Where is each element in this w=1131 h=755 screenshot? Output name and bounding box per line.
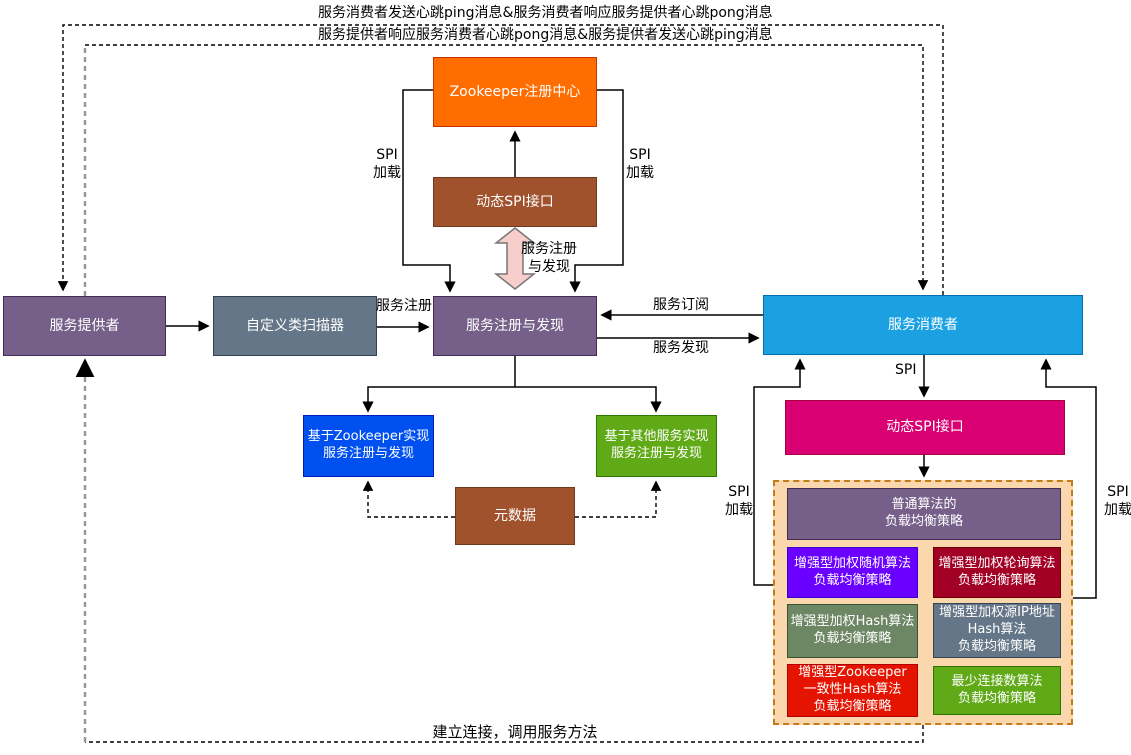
- node-metadata: 元数据: [455, 487, 575, 545]
- label-service-register: 服务注册: [376, 298, 432, 314]
- label-service-subscribe: 服务订阅: [653, 297, 709, 313]
- edge-registry-split: [362, 386, 662, 413]
- label-spi: SPI: [895, 362, 917, 378]
- label-service-discover: 服务发现: [653, 340, 709, 356]
- node-lb-weighted-hash: 增强型加权Hash算法 负载均衡策略: [787, 604, 918, 658]
- node-lb-weighted-round-robin: 增强型加权轮询算法 负载均衡策略: [933, 547, 1061, 598]
- label-spi-load-bottom-left: SPI 加载: [725, 484, 753, 518]
- label-spi-load-top-right: SPI 加载: [626, 147, 654, 181]
- node-other-service-impl: 基于其他服务实现 服务注册与发现: [596, 415, 717, 477]
- node-lb-source-ip-hash: 增强型加权源IP地址 Hash算法 负载均衡策略: [933, 603, 1061, 658]
- label-spi-load-bottom-right: SPI 加载: [1104, 484, 1131, 518]
- node-service-consumer: 服务消费者: [763, 295, 1083, 355]
- node-dynamic-spi-consumer: 动态SPI接口: [785, 400, 1065, 455]
- node-zookeeper-impl: 基于Zookeeper实现 服务注册与发现: [303, 415, 434, 477]
- node-service-provider: 服务提供者: [3, 296, 166, 356]
- edge-metadata-to-zookeeper-impl: [362, 480, 455, 518]
- node-lb-least-connections: 最少连接数算法 负载均衡策略: [933, 666, 1061, 715]
- node-class-scanner: 自定义类扫描器: [213, 296, 377, 356]
- node-zookeeper-registry: Zookeeper注册中心: [433, 57, 597, 127]
- label-heartbeat-provider-to-consumer: 服务提供者响应服务消费者心跳pong消息&服务提供者发送心跳ping消息: [318, 27, 773, 43]
- node-dynamic-spi-top: 动态SPI接口: [433, 177, 597, 227]
- edge-metadata-to-other-impl: [575, 480, 662, 518]
- node-registry-discovery: 服务注册与发现: [433, 296, 597, 356]
- label-spi-load-top-left: SPI 加载: [373, 147, 401, 181]
- label-establish-connection: 建立连接，调用服务方法: [432, 723, 598, 741]
- label-heartbeat-consumer-to-provider: 服务消费者发送心跳ping消息&服务消费者响应服务提供者心跳pong消息: [318, 5, 773, 21]
- label-register-and-discover: 服务注册 与发现: [521, 241, 577, 275]
- node-lb-zk-consistent-hash: 增强型Zookeeper 一致性Hash算法 负载均衡策略: [787, 664, 918, 717]
- node-lb-common: 普通算法的 负载均衡策略: [787, 488, 1061, 540]
- node-lb-weighted-random: 增强型加权随机算法 负载均衡策略: [787, 547, 918, 598]
